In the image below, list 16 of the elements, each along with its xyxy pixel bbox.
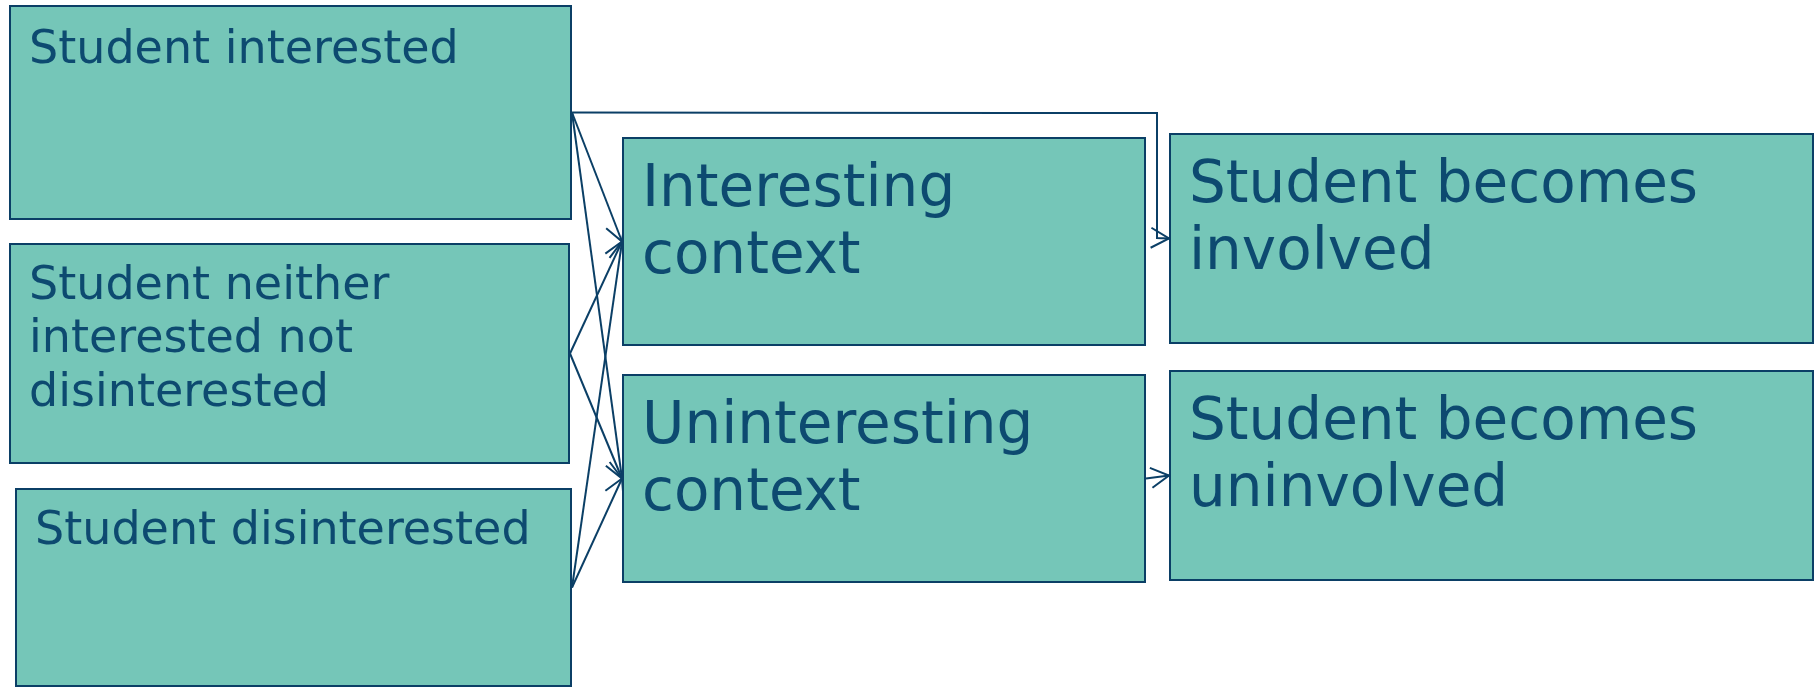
box-label: Interesting context bbox=[642, 153, 957, 288]
box-label: Student interested bbox=[29, 21, 460, 75]
process-box bbox=[1169, 133, 1814, 344]
process-box bbox=[9, 5, 572, 220]
box-label: Uninteresting context bbox=[642, 390, 1035, 525]
process-box bbox=[622, 374, 1146, 583]
process-box bbox=[1169, 370, 1814, 581]
process-box bbox=[9, 243, 570, 464]
process-box bbox=[622, 137, 1146, 346]
arrow bbox=[571, 111, 1170, 249]
arrow bbox=[1145, 466, 1170, 489]
box-label: Student becomes involved bbox=[1189, 149, 1700, 284]
process-box bbox=[15, 488, 572, 687]
box-label: Student disinterested bbox=[35, 502, 532, 556]
box-label: Student neither interested not disinterested bbox=[29, 257, 391, 418]
box-label: Student becomes uninvolved bbox=[1189, 386, 1700, 521]
